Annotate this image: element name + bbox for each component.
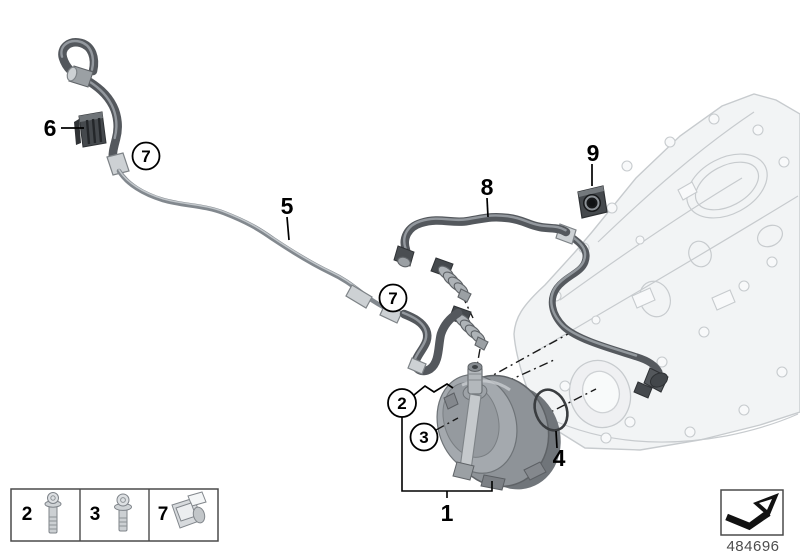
legend-label-3[interactable]: 3 bbox=[90, 504, 101, 525]
legend-cell-3[interactable]: 3 bbox=[90, 493, 132, 532]
callout-7b[interactable]: 7 bbox=[378, 283, 408, 313]
legend-label-2[interactable]: 2 bbox=[22, 504, 33, 525]
vacuum-pipe-5 bbox=[116, 168, 403, 324]
callout-3[interactable]: 3 bbox=[409, 422, 439, 452]
legend-dividers bbox=[79, 489, 150, 541]
engine-gasket-oval-inner bbox=[694, 161, 760, 211]
callout-7a-label[interactable]: 7 bbox=[141, 147, 150, 166]
leader-3-axis bbox=[435, 417, 459, 431]
bolt-short-icon bbox=[114, 493, 132, 532]
callout-2-label[interactable]: 2 bbox=[397, 394, 406, 413]
hose-down-highlight bbox=[82, 76, 118, 140]
engine-outline bbox=[513, 93, 800, 451]
engine-hose-end-spout bbox=[633, 381, 653, 399]
engine-ridge-bottom bbox=[547, 413, 799, 443]
callout-3-label[interactable]: 3 bbox=[419, 428, 428, 447]
leader-2-zigzag bbox=[413, 382, 454, 396]
callout-7a[interactable]: 7 bbox=[131, 141, 161, 171]
legend-label-7[interactable]: 7 bbox=[158, 504, 169, 525]
loop-connector-cap bbox=[66, 66, 78, 82]
grommet-ring bbox=[584, 195, 600, 211]
part-number: 484696 bbox=[726, 538, 779, 555]
pump-left-ear bbox=[443, 392, 459, 410]
pump-bottom-flange bbox=[480, 474, 506, 491]
clip6-top-face bbox=[79, 112, 103, 122]
hose-clip-icon bbox=[171, 491, 207, 529]
pump-tube-foot bbox=[452, 461, 475, 481]
connectorB-tip bbox=[474, 336, 489, 351]
hose-loop-highlight bbox=[60, 39, 95, 71]
bracket-1 bbox=[401, 417, 493, 498]
engine-ridge-top bbox=[597, 111, 755, 243]
engine-gasket-oval-outer bbox=[686, 153, 768, 219]
callout-7b-label[interactable]: 7 bbox=[388, 289, 397, 308]
continue-arrow-icon[interactable] bbox=[725, 493, 779, 531]
hose8-left-collar bbox=[397, 256, 411, 268]
hose8-tube bbox=[400, 212, 571, 255]
legend-cell-7[interactable]: 7 bbox=[158, 491, 207, 529]
bolt-long-icon bbox=[44, 492, 62, 534]
pump-top-highlight bbox=[461, 379, 511, 392]
footer-reference: 484696 bbox=[720, 489, 784, 555]
pump-nipple-bands bbox=[468, 373, 482, 381]
o-ring-4 bbox=[533, 388, 569, 432]
engine-tab-1 bbox=[631, 287, 656, 309]
connectorA-tip bbox=[457, 288, 472, 303]
engine-port-circle-3 bbox=[756, 224, 784, 248]
engine-hose-highlight bbox=[550, 233, 638, 357]
line-clip-6 bbox=[74, 111, 107, 148]
engine-ridge-low bbox=[534, 195, 799, 353]
hose-clamp-sleeve bbox=[106, 152, 130, 176]
callout-6[interactable]: 6 bbox=[44, 115, 57, 141]
engine-bore bbox=[581, 370, 621, 414]
grommet-hole bbox=[588, 199, 596, 207]
loop-hose-highlight bbox=[401, 311, 428, 360]
engine-hose-end-collar bbox=[649, 372, 669, 388]
engine-tab-3 bbox=[677, 181, 698, 201]
pipe5-mid-sleeve bbox=[345, 284, 373, 309]
callout-7b-circle[interactable] bbox=[378, 283, 408, 313]
pump-right-lug bbox=[523, 461, 547, 481]
callout-5[interactable]: 5 bbox=[281, 193, 294, 219]
vacuum-hose-8 bbox=[393, 212, 571, 268]
vent-hose-top-left bbox=[58, 38, 130, 176]
callout-2[interactable]: 2 bbox=[387, 388, 417, 418]
clip6-wing bbox=[74, 119, 81, 145]
engine-port-circle-2 bbox=[688, 240, 712, 268]
callout-8[interactable]: 8 bbox=[481, 174, 494, 200]
callouts: 6 7 5 7 8 9 2 3 1 bbox=[44, 115, 600, 526]
pump-nipple-hole bbox=[472, 365, 478, 369]
loop-hose-band bbox=[407, 357, 427, 375]
grommet-9 bbox=[577, 185, 608, 219]
leader-8 bbox=[486, 197, 489, 218]
callout-7a-circle[interactable] bbox=[131, 141, 161, 171]
engine-cylinder-head bbox=[513, 93, 800, 451]
engine-tab-2 bbox=[711, 289, 736, 311]
leader-5 bbox=[286, 216, 290, 241]
spring-connector-upper bbox=[430, 257, 472, 303]
vacuum-pump bbox=[436, 362, 561, 491]
engine-ridge-mid bbox=[559, 177, 743, 301]
pipe5-highlight bbox=[118, 169, 363, 293]
callout-3-circle[interactable] bbox=[409, 422, 439, 452]
legend-cell-2[interactable]: 2 bbox=[22, 492, 62, 534]
callout-4[interactable]: 4 bbox=[553, 445, 566, 471]
clip6-fins bbox=[85, 117, 103, 145]
callout-9[interactable]: 9 bbox=[587, 140, 600, 166]
fastener-legend: 2 3 7 bbox=[10, 488, 219, 542]
grommet-top-face bbox=[578, 186, 604, 197]
leader-4 bbox=[555, 430, 558, 449]
callout-1[interactable]: 1 bbox=[441, 500, 454, 526]
pump-hose-loop bbox=[399, 308, 463, 376]
